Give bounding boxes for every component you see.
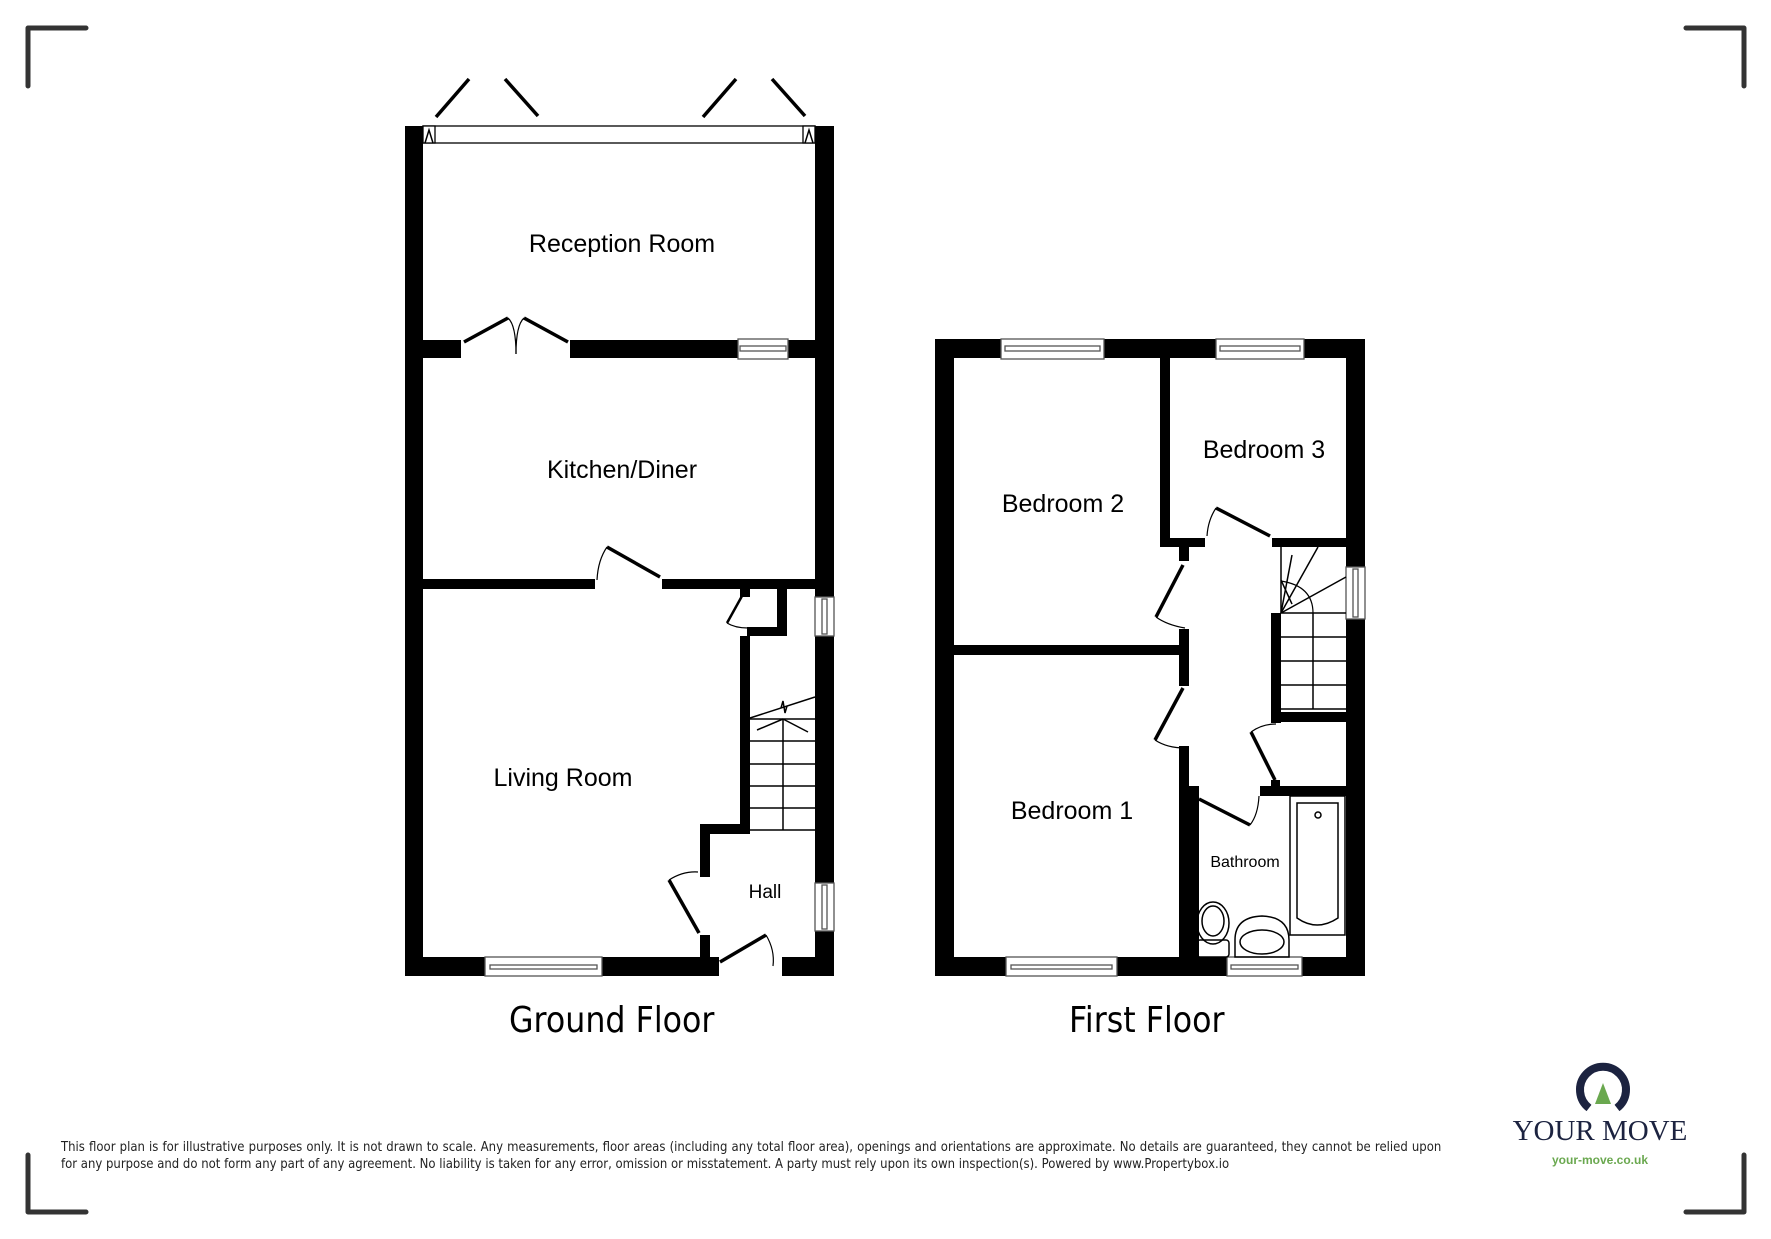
front-door-icon bbox=[719, 933, 774, 967]
first-floor-plan: Bedroom 2 Bedroom 3 Bedroom 1 Bathroom bbox=[935, 338, 1366, 977]
door-icon bbox=[1153, 687, 1186, 749]
window-icon bbox=[814, 882, 835, 932]
floor-title-first: First Floor bbox=[1069, 1000, 1225, 1041]
window-icon bbox=[1226, 956, 1303, 977]
window-icon bbox=[737, 338, 789, 360]
room-label-reception-room: Reception Room bbox=[529, 230, 715, 258]
window-icon bbox=[1000, 338, 1105, 360]
glazed-wall-window bbox=[422, 125, 816, 144]
crop-marks bbox=[25, 25, 1747, 1215]
window-icon bbox=[1005, 956, 1118, 977]
door-icon bbox=[1249, 723, 1277, 781]
logo: YOUR MOVE your-move.co.uk bbox=[1510, 1055, 1690, 1167]
room-label-bathroom: Bathroom bbox=[1210, 854, 1279, 871]
staircase-icon bbox=[749, 696, 816, 831]
crop-mark-top-right bbox=[1683, 25, 1747, 89]
door-icon bbox=[725, 595, 749, 629]
crop-mark-bottom-left bbox=[25, 1152, 89, 1215]
window-icon bbox=[1345, 566, 1366, 620]
door-icon bbox=[1154, 564, 1186, 629]
door-icon bbox=[667, 871, 701, 934]
door-icon bbox=[1198, 795, 1260, 827]
door-icon bbox=[1206, 506, 1271, 538]
your-move-logo-icon bbox=[1576, 1062, 1630, 1112]
disclaimer-text: This floor plan is for illustrative purp… bbox=[61, 1139, 1442, 1172]
room-label-bedroom-1: Bedroom 1 bbox=[1011, 797, 1133, 825]
room-label-bedroom-3: Bedroom 3 bbox=[1203, 436, 1325, 464]
bifold-doors-icon bbox=[434, 77, 807, 119]
crop-mark-top-left bbox=[25, 25, 89, 89]
window-icon bbox=[484, 956, 603, 977]
room-label-living-room: Living Room bbox=[494, 764, 633, 792]
logo-url: your-move.co.uk bbox=[1551, 1153, 1649, 1167]
sink-icon bbox=[1234, 915, 1290, 958]
room-label-bedroom-2: Bedroom 2 bbox=[1002, 490, 1124, 518]
toilet-icon bbox=[1196, 901, 1230, 958]
floor-title-ground: Ground Floor bbox=[509, 1000, 715, 1041]
ground-floor-plan: Reception Room Kitchen/Diner Living Room… bbox=[405, 77, 835, 977]
room-label-hall: Hall bbox=[749, 882, 782, 903]
bathtub-icon bbox=[1289, 795, 1346, 936]
window-icon bbox=[1215, 338, 1305, 360]
room-label-kitchen-diner: Kitchen/Diner bbox=[547, 456, 697, 484]
logo-name: YOUR MOVE bbox=[1512, 1115, 1688, 1147]
window-icon bbox=[814, 596, 835, 637]
door-icon bbox=[596, 545, 661, 581]
double-door-icon bbox=[463, 316, 569, 355]
staircase-icon bbox=[1280, 546, 1347, 710]
crop-mark-bottom-right bbox=[1683, 1152, 1747, 1215]
